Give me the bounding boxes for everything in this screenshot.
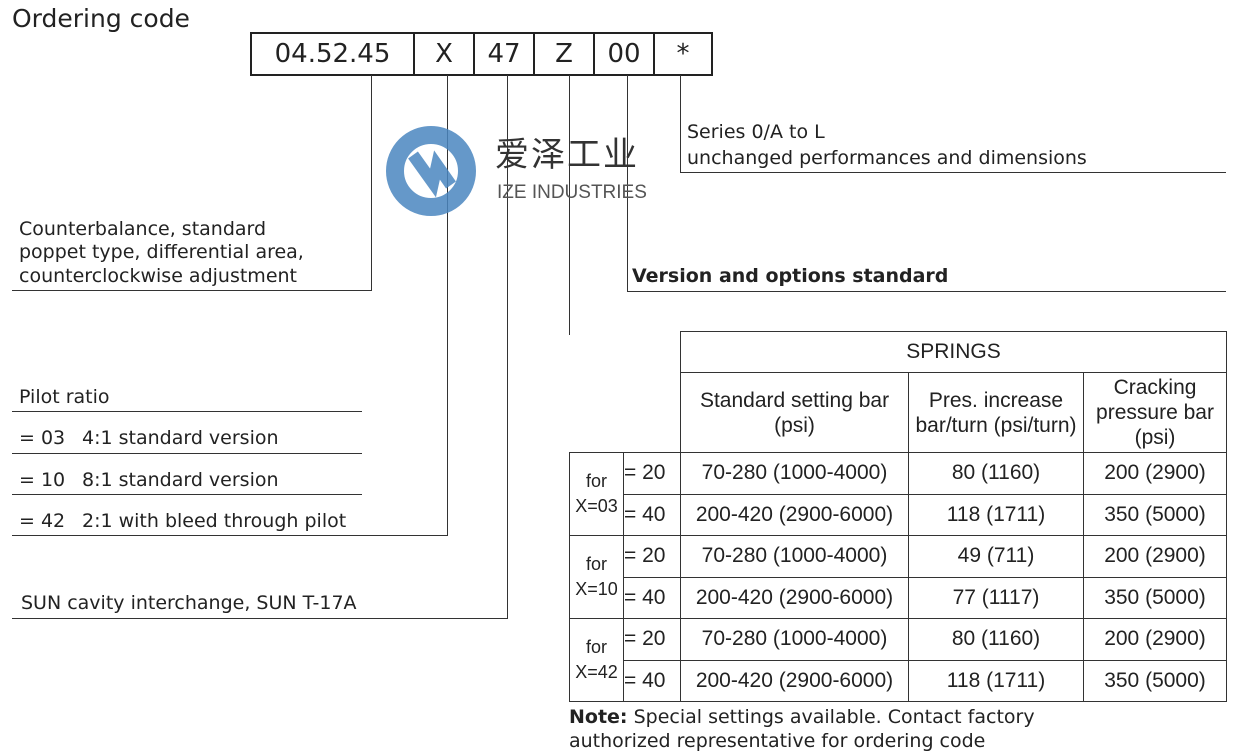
- cracking-pressure: 200 (2900): [1083, 535, 1227, 578]
- page-title: Ordering code: [12, 4, 190, 33]
- code-box-series: 04.52.45: [252, 34, 415, 74]
- leader-line: [447, 75, 448, 536]
- code-box-series-letter: *: [676, 39, 690, 69]
- code-box-pilot: X: [415, 34, 475, 74]
- spring-code: = 40: [623, 493, 681, 536]
- code-box-cavity: 47: [475, 34, 535, 74]
- logo-cn-text: 爱泽工业: [495, 135, 639, 175]
- leader-line: [627, 75, 628, 291]
- pilot-desc: 8:1 standard version: [82, 469, 279, 491]
- series-desc: unchanged performances and dimensions: [687, 147, 1087, 169]
- standard-setting: 70-280 (1000-4000): [680, 535, 909, 578]
- group-label-line: for: [585, 637, 607, 657]
- pilot-code: = 10: [19, 469, 66, 491]
- leader-line: [12, 290, 372, 291]
- counterbalance-line2: poppet type, differential area,: [19, 241, 304, 263]
- header-cracking-pressure: Cracking pressure bar (psi): [1083, 372, 1227, 453]
- cracking-pressure: 200 (2900): [1083, 452, 1227, 495]
- pilot-ratio-title: Pilot ratio: [19, 386, 110, 408]
- series-label: Series 0/A to L: [687, 121, 825, 143]
- leader-line: [680, 75, 681, 172]
- springs-table: SPRINGS Standard setting bar (psi) Pres.…: [569, 331, 1227, 702]
- leader-line: [371, 75, 372, 291]
- group-label-line: X=10: [575, 579, 618, 599]
- version-label: Version and options standard: [632, 265, 949, 287]
- group-label-line: X=42: [575, 662, 618, 682]
- header-pres-increase: Pres. increase bar/turn (psi/turn): [908, 372, 1084, 453]
- code-box-version: 00: [595, 34, 655, 74]
- pres-increase: 49 (711): [908, 535, 1084, 578]
- group-label-line: X=03: [575, 496, 618, 516]
- standard-setting: 200-420 (2900-6000): [680, 576, 909, 619]
- pres-increase: 80 (1160): [908, 618, 1084, 661]
- divider: [12, 494, 362, 495]
- leader-line: [12, 618, 508, 619]
- pres-increase: 118 (1711): [908, 659, 1084, 702]
- cracking-pressure: 350 (5000): [1083, 576, 1227, 619]
- logo-en-text: IZE INDUSTRIES: [497, 182, 647, 203]
- counterbalance-line1: Counterbalance, standard: [19, 218, 267, 240]
- standard-setting: 200-420 (2900-6000): [680, 659, 909, 702]
- note-line2: authorized representative for ordering c…: [569, 730, 986, 752]
- spring-code: = 20: [623, 618, 681, 661]
- spring-code: = 40: [623, 576, 681, 619]
- standard-setting: 70-280 (1000-4000): [680, 452, 909, 495]
- pilot-desc: 4:1 standard version: [82, 427, 279, 449]
- cracking-pressure: 350 (5000): [1083, 493, 1227, 536]
- standard-setting: 70-280 (1000-4000): [680, 618, 909, 661]
- pres-increase: 77 (1117): [908, 576, 1084, 619]
- code-box-spring: Z: [535, 34, 595, 74]
- cracking-pressure: 200 (2900): [1083, 618, 1227, 661]
- ize-logo-icon: [386, 126, 476, 216]
- note-line1: Note: Special settings available. Contac…: [569, 705, 1035, 729]
- pilot-code: = 42: [19, 510, 66, 532]
- group-label-line: for: [585, 471, 607, 491]
- group-label-line: for: [585, 554, 607, 574]
- divider: [12, 411, 362, 412]
- pilot-desc: 2:1 with bleed through pilot: [82, 510, 347, 532]
- sun-cavity-label: SUN cavity interchange, SUN T-17A: [21, 592, 357, 614]
- cracking-pressure: 350 (5000): [1083, 659, 1227, 702]
- divider: [12, 453, 362, 454]
- springs-title: SPRINGS: [680, 331, 1227, 373]
- pilot-code: = 03: [19, 427, 66, 449]
- note-text: Special settings available. Contact fact…: [627, 706, 1035, 728]
- spring-code: = 20: [623, 452, 681, 495]
- header-standard-setting: Standard setting bar (psi): [680, 372, 909, 453]
- spring-code: = 40: [623, 659, 681, 702]
- ordering-code-boxes: 04.52.45 X 47 Z 00 *: [250, 32, 713, 76]
- counterbalance-line3: counterclockwise adjustment: [19, 265, 297, 287]
- leader-line: [569, 75, 570, 335]
- pres-increase: 80 (1160): [908, 452, 1084, 495]
- pres-increase: 118 (1711): [908, 493, 1084, 536]
- ize-logo: 爱泽工业 IZE INDUSTRIES: [385, 125, 647, 221]
- leader-line: [507, 75, 508, 619]
- leader-line: [12, 535, 448, 536]
- spring-code: = 20: [623, 535, 681, 578]
- note-label: Note:: [569, 706, 628, 728]
- leader-line: [680, 172, 1226, 173]
- standard-setting: 200-420 (2900-6000): [680, 493, 909, 536]
- leader-line: [627, 291, 1226, 292]
